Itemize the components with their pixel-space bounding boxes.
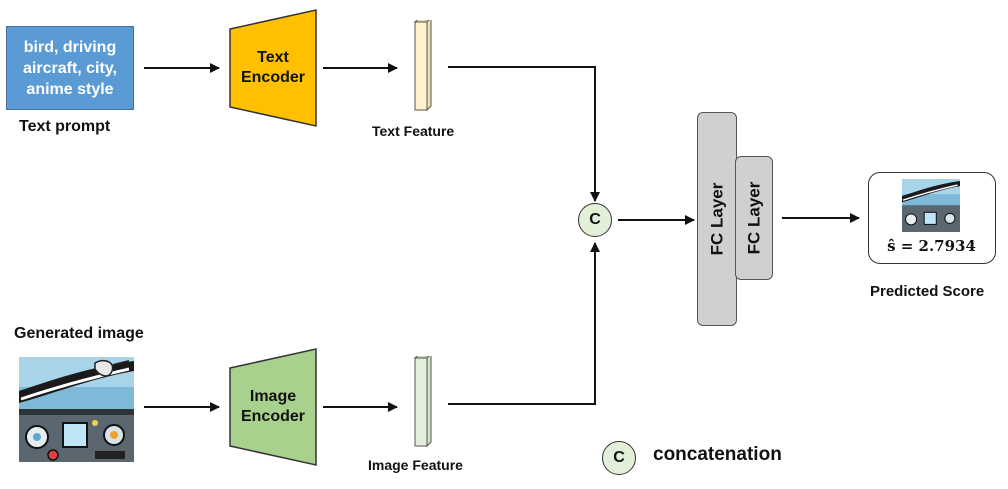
fc-layer-1-label: FC Layer — [707, 182, 726, 256]
image-encoder-label: Image Encoder — [229, 348, 317, 466]
image-feature-bar — [410, 356, 434, 448]
predicted-score-caption: Predicted Score — [870, 283, 985, 300]
predicted-score-value: ŝ = 2.7934 — [887, 237, 976, 255]
arrow-text-feature-to-concat — [448, 66, 600, 202]
arrow-image-feature-to-concat — [448, 242, 600, 405]
concat-node: C — [578, 203, 612, 237]
legend-concat-label: concatenation — [653, 444, 782, 465]
text-feature-bar — [410, 20, 434, 112]
image-encoder: Image Encoder — [229, 348, 317, 466]
text-encoder: Text Encoder — [229, 9, 317, 127]
text-prompt-box: bird, driving aircraft, city, anime styl… — [6, 26, 134, 110]
fc-layer-1: FC Layer — [697, 112, 737, 326]
image-encoder-line-1: Image — [249, 388, 297, 405]
predicted-score-box: ŝ = 2.7934 — [868, 172, 996, 264]
text-encoder-shape — [229, 9, 317, 127]
legend-concat-symbol: C — [602, 441, 636, 475]
text-prompt-caption: Text prompt — [19, 118, 111, 135]
image-feature-label: Image Feature — [368, 457, 463, 473]
text-feature-label: Text Feature — [372, 123, 455, 139]
predicted-score-thumbnail — [902, 179, 960, 232]
text-encoder-line-1: Text — [257, 49, 289, 66]
text-encoder-line-2: Encoder — [240, 69, 305, 86]
prompt-line-1: bird, driving — [23, 38, 117, 56]
image-encoder-line-2: Encoder — [240, 408, 305, 425]
fc-layer-2-label: FC Layer — [744, 181, 763, 255]
prompt-line-3: anime style — [26, 80, 114, 98]
fc-layer-2: FC Layer — [735, 156, 773, 280]
prompt-line-2: aircraft, city, — [23, 59, 117, 77]
generated-image-caption: Generated image — [14, 325, 144, 342]
generated-image — [19, 357, 134, 462]
image-encoder-shape — [229, 348, 317, 466]
text-encoder-label: Text Encoder — [229, 9, 317, 127]
